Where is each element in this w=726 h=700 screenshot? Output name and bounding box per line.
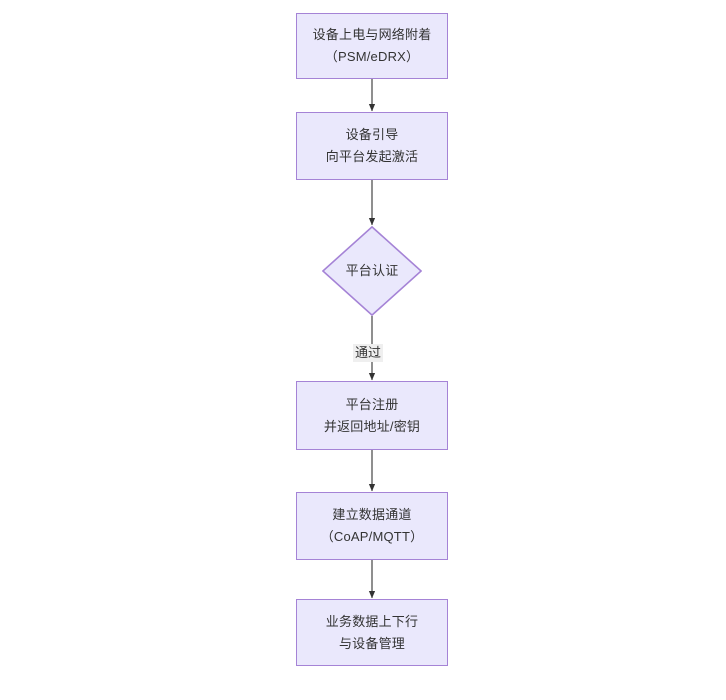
node-bootstrap-label: 设备引导 向平台发起激活 (325, 127, 419, 164)
node-auth-label: 平台认证 (345, 263, 399, 278)
node-auth-decision[interactable]: 平台认证 (322, 226, 422, 316)
node-power-on-label: 设备上电与网络附着 （PSM/eDRX） (312, 27, 432, 64)
node-channel[interactable]: 建立数据通道 （CoAP/MQTT） (296, 492, 448, 560)
node-channel-label: 建立数据通道 （CoAP/MQTT） (320, 507, 424, 544)
node-bootstrap[interactable]: 设备引导 向平台发起激活 (296, 112, 448, 180)
node-register[interactable]: 平台注册 并返回地址/密钥 (296, 381, 448, 450)
edge-label-pass-text: 通过 (355, 345, 382, 360)
node-power-on[interactable]: 设备上电与网络附着 （PSM/eDRX） (296, 13, 448, 79)
node-register-label: 平台注册 并返回地址/密钥 (323, 396, 421, 434)
node-data-mgmt-label: 业务数据上下行 与设备管理 (325, 613, 419, 651)
node-data-mgmt[interactable]: 业务数据上下行 与设备管理 (296, 599, 448, 666)
edge-label-pass: 通过 (353, 344, 384, 362)
diamond-shape-icon (322, 226, 422, 316)
